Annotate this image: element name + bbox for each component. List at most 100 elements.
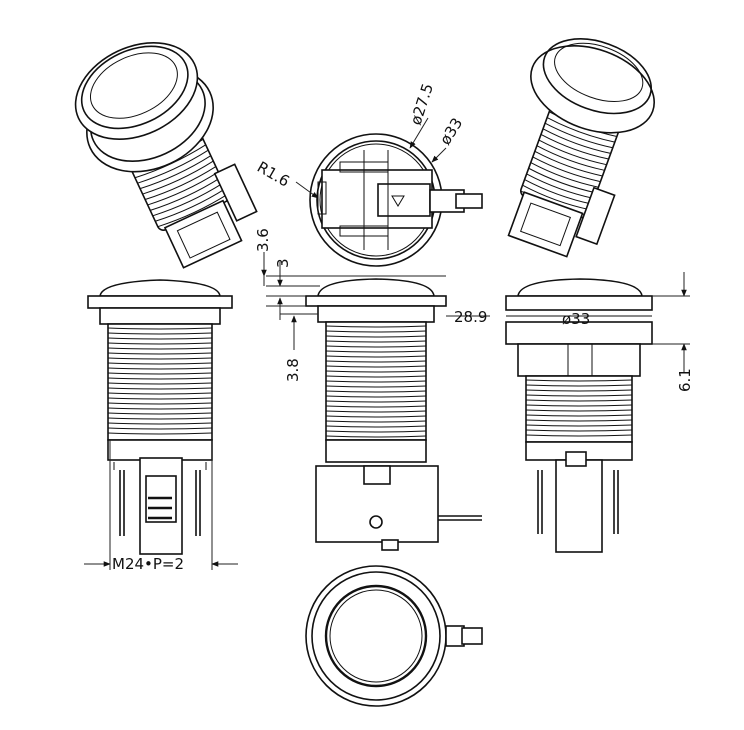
thread-ridge [107,427,213,430]
thread-ridge [107,347,213,350]
thread-ridge [137,149,209,184]
thread-ridge [155,187,227,222]
thread-ridge [107,357,213,360]
label-h-flange: 3.8 [284,358,302,382]
label-h-cap: 3 [274,258,292,268]
thread-ridge [525,434,633,437]
thread-ridge [325,435,427,438]
thread-ridge [139,155,212,190]
front-left-threads [107,327,213,435]
thread-ridge [325,340,427,343]
thread-ridge [534,150,603,177]
thread-ridge [325,355,427,358]
thread-ridge [325,415,427,418]
thread-ridge [325,385,427,388]
thread-ridge [152,182,224,217]
thread-ridge [107,372,213,375]
thread-ridge [544,122,613,149]
thread-ridge [525,429,633,432]
thread-ridge [107,432,213,435]
thread-ridge [325,360,427,363]
thread-ridge [325,345,427,348]
label-d-bezel-top: ø33 [436,115,466,149]
front-center-threads [325,325,427,438]
thread-ridge [524,179,593,205]
thread-ridge [540,133,609,160]
thread-ridge [525,419,633,422]
label-d-lens: ø27.5 [407,81,437,127]
label-r-notch: R1.6 [254,158,293,191]
height-dimensions [261,252,490,350]
thread-ridge [325,335,427,338]
thread-ridge [525,399,633,402]
thread-ridge [538,139,607,166]
thread-ridge [107,352,213,355]
thread-ridge [107,417,213,420]
top-view-bottom [305,565,483,707]
side-right-threads [525,379,633,437]
label-thread: M24•P=2 [112,555,184,573]
thread-ridge [107,382,213,385]
label-h-side: 6.1 [676,368,694,392]
label-h-bezel: 3.6 [254,228,272,252]
thread-ridge [107,392,213,395]
label-w-housing: 28.9 [454,308,487,326]
iso-view-right [507,38,656,258]
thread-ridge [532,156,601,183]
thread-ridge [528,167,597,194]
thread-ridge [525,394,633,397]
thread-ridge [325,390,427,393]
thread-ridge [542,128,611,154]
thread-ridge [107,342,213,345]
thread-ridge [325,410,427,413]
thread-ridge [325,350,427,353]
label-d-bezel-side: ø33 [562,310,590,328]
thread-ridge [107,337,213,340]
thread-ridge [325,375,427,378]
thread-ridge [107,387,213,390]
thread-ridge [325,380,427,383]
thread-ridge [107,407,213,410]
front-view-center [305,278,482,551]
thread-ridge [525,409,633,412]
thread-ridge [325,395,427,398]
thread-ridge [530,162,599,188]
thread-ridge [525,414,633,417]
plan-view-leaders [295,117,447,199]
thread-ridge [157,193,229,228]
front-view-left [87,279,233,570]
plan-view-bottom [309,133,483,267]
thread-ridge [107,397,213,400]
thread-ridge [525,379,633,382]
thread-ridge [325,365,427,368]
thread-ridge [525,424,633,427]
thread-ridge [107,402,213,405]
thread-ridge [107,377,213,380]
thread-ridge [107,362,213,365]
thread-ridge [325,400,427,403]
thread-ridge [546,117,615,143]
thread-ridge [107,412,213,415]
thread-ridge [107,327,213,330]
thread-ridge [525,384,633,387]
side-view-right [505,272,690,553]
thread-ridge [142,160,214,195]
thread-ridge [325,325,427,328]
thread-ridge [107,422,213,425]
iso-view-left [74,42,258,269]
thread-ridge [525,404,633,407]
thread-ridge [150,176,222,211]
thread-ridge [325,405,427,408]
thread-ridge [107,367,213,370]
thread-ridge [325,430,427,433]
thread-ridge [526,173,595,200]
thread-ridge [107,332,213,335]
thread-ridge [525,389,633,392]
thread-ridge [325,425,427,428]
thread-ridge [144,166,217,200]
thread-ridge [325,330,427,333]
thread-ridge [536,145,605,171]
thread-ridge [147,171,219,206]
thread-ridge [325,420,427,423]
